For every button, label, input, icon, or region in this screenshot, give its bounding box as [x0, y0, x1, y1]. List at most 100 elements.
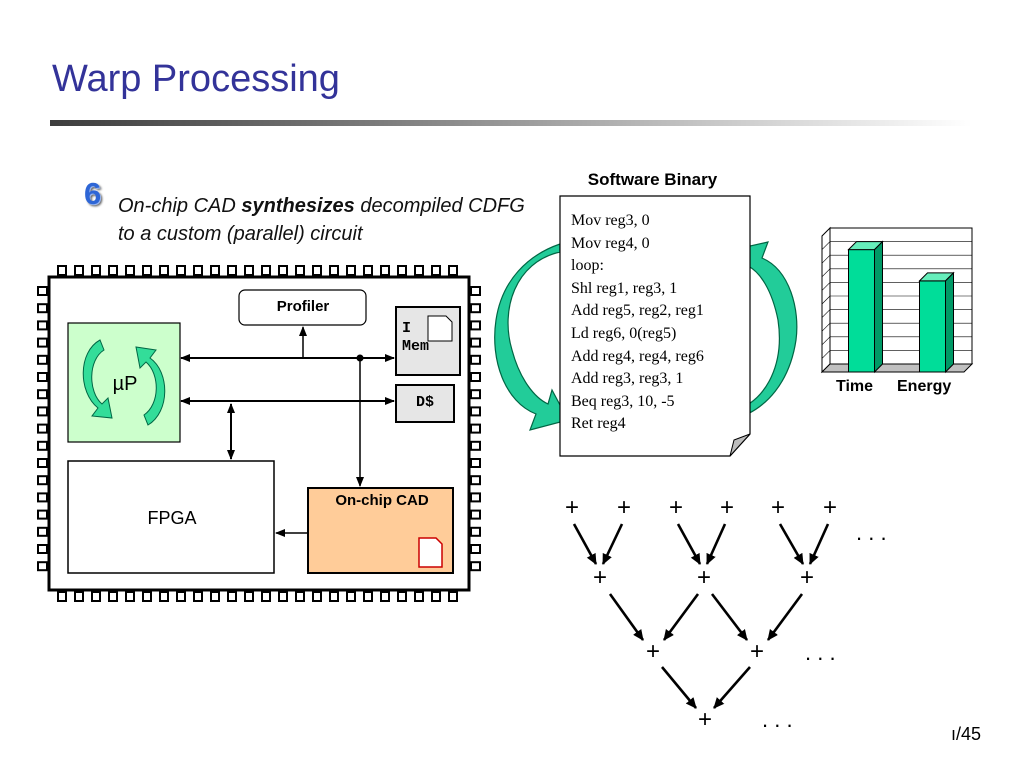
tree-edge-arrow	[676, 523, 702, 565]
chip-pin	[91, 591, 101, 602]
chip-pin	[363, 265, 373, 276]
code-line: Ld reg6, 0(reg5)	[571, 324, 677, 342]
chart-gridline	[821, 282, 831, 291]
chip-pin	[470, 372, 481, 382]
page-number: ı/45	[951, 724, 982, 744]
chip-pins-top	[57, 265, 458, 276]
tree-edge-arrow	[713, 666, 751, 709]
chip-pin	[37, 354, 48, 365]
chart-gridline	[821, 309, 831, 318]
processor-cycle-icon	[82, 339, 113, 419]
tree-edge-arrow	[572, 523, 598, 565]
chip-pin	[380, 265, 390, 276]
adder-node: +	[822, 494, 837, 521]
chart-gridline	[821, 322, 831, 332]
adder-node: +	[799, 564, 814, 591]
adder-node: +	[592, 564, 607, 591]
chip-pins-bottom	[57, 591, 458, 602]
chip-pin	[193, 591, 203, 602]
chip-pin	[295, 591, 305, 602]
chip-pins-left	[37, 286, 48, 572]
loop-arrow-left-icon	[494, 243, 569, 431]
dcache-label: D$	[415, 394, 434, 411]
chip-pin	[37, 406, 48, 417]
chart-bar	[919, 280, 946, 373]
processor-label: µP	[112, 373, 138, 395]
chip-pin	[74, 591, 84, 602]
chip-pin	[210, 265, 220, 276]
tree-edge-arrow	[660, 666, 698, 709]
imem-label-line1: I	[402, 320, 412, 337]
chip-pin	[295, 265, 305, 276]
chip-pin	[448, 265, 458, 276]
chart-gridline	[821, 254, 831, 264]
adder-node: +	[616, 494, 631, 521]
chip-pin	[346, 265, 356, 276]
chip-pin	[37, 440, 48, 451]
chip-pin	[470, 544, 481, 554]
chip-pin	[210, 591, 220, 602]
adder-node: +	[564, 494, 579, 521]
chart-bar-side	[874, 240, 883, 374]
tree-edge-arrow	[608, 593, 645, 641]
binary-title: Software Binary	[587, 170, 718, 189]
adder-node: +	[749, 638, 764, 665]
code-line: Beq reg3, 10, -5	[571, 392, 675, 410]
chip-pin	[37, 337, 48, 348]
chip-pin	[470, 337, 481, 348]
chip-pin	[37, 526, 48, 537]
chip-pin	[37, 544, 48, 554]
tree-edge-arrow	[778, 523, 805, 565]
chip-pin	[470, 440, 481, 451]
chip-pin	[142, 591, 152, 602]
adder-node: +	[696, 564, 711, 591]
imem-label-line2: Mem	[402, 338, 430, 355]
bullet-text: On-chip CAD synthesizes decompiled CDFG …	[118, 192, 538, 248]
processor-cycle-icon-2	[135, 346, 166, 426]
chip-pin	[346, 591, 356, 602]
chip-pin	[57, 591, 67, 602]
fpga-label: FPGA	[147, 508, 197, 528]
chip-pin	[37, 492, 48, 503]
dcache-box	[395, 384, 455, 423]
adder-node: +	[645, 638, 660, 665]
chip-pin	[37, 372, 48, 382]
chip-pin	[37, 320, 48, 331]
adder-node: +	[697, 706, 712, 733]
chart-bar	[848, 249, 875, 373]
tree-ellipsis: . . .	[805, 640, 836, 665]
chip-pin	[363, 591, 373, 602]
chip-pin	[261, 265, 271, 276]
chip-pin	[193, 265, 203, 276]
chip-pin	[37, 475, 48, 486]
chip-pin	[37, 509, 48, 520]
tree-edge-arrow	[662, 593, 700, 641]
chip-pin	[329, 265, 339, 276]
binary-document-fold	[729, 433, 751, 457]
step-number: 6	[84, 176, 102, 211]
chip-pin	[470, 286, 481, 296]
chip-pin	[470, 526, 481, 537]
chip-pin	[74, 265, 84, 276]
code-line: Mov reg4, 0	[571, 234, 650, 252]
chart-gridline	[821, 336, 831, 346]
chip-pin	[244, 265, 254, 276]
chip-pin	[380, 591, 390, 602]
code-line: loop:	[571, 257, 604, 275]
tree-edges	[572, 523, 830, 709]
bullet-text-before: On-chip CAD	[118, 195, 242, 217]
chip-pin	[329, 591, 339, 602]
chip-pin	[227, 591, 237, 602]
chip-pin	[37, 458, 48, 468]
chip-pin	[397, 265, 407, 276]
code-line: Mov reg3, 0	[571, 212, 650, 229]
tree-ellipsis: . . .	[856, 520, 887, 545]
chip-pin	[470, 561, 481, 572]
chip-pin	[470, 458, 481, 468]
adder-node: +	[719, 494, 734, 521]
profiler-label: Profiler	[276, 298, 330, 315]
cad-document-icon	[418, 537, 443, 568]
chip-pin	[414, 591, 424, 602]
